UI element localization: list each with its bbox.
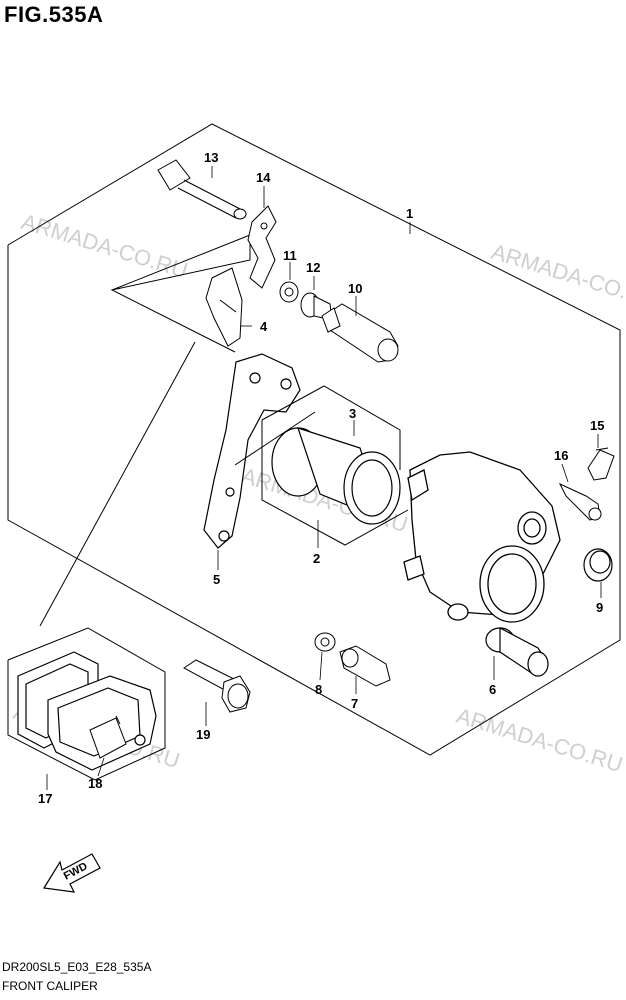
washer-8	[314, 632, 336, 652]
caliper-body	[403, 451, 561, 623]
plug-9	[583, 548, 613, 582]
bracket-5	[203, 353, 301, 549]
bolt-7	[339, 645, 391, 687]
diagram-caption: FRONT CALIPER	[2, 979, 98, 993]
piston-frame	[234, 385, 409, 546]
leader-lines	[46, 166, 602, 790]
bolt-19	[183, 659, 251, 713]
shim-18	[89, 715, 127, 759]
bleeder-15	[587, 447, 615, 481]
fwd-arrow: FWD	[43, 853, 101, 893]
callout-2: 2	[313, 551, 320, 566]
callout-15: 15	[590, 418, 604, 433]
brake-pads-17	[17, 651, 157, 771]
callout-5: 5	[213, 572, 220, 587]
callout-8: 8	[315, 682, 322, 697]
callout-9: 9	[596, 600, 603, 615]
callout-6: 6	[489, 682, 496, 697]
callout-3: 3	[349, 406, 356, 421]
watermark-1: ARMADA-CO.RU	[19, 209, 191, 283]
bolt-13	[157, 159, 247, 220]
callout-12: 12	[306, 260, 320, 275]
callout-4: 4	[260, 319, 268, 334]
retainer-4	[205, 267, 243, 347]
callout-16: 16	[554, 448, 568, 463]
plate-14	[247, 205, 277, 289]
figure-title: FIG.535A	[4, 2, 104, 27]
piston-2	[271, 427, 401, 525]
callout-17: 17	[38, 791, 52, 806]
callout-labels: 1 2 3 4 5 6 7 8 9 10 11 12 13 14 15 16 1…	[38, 150, 604, 806]
watermark-4: ARMADA-CO.RU	[454, 703, 626, 777]
callout-13: 13	[204, 150, 218, 165]
assembly-outline	[7, 123, 621, 781]
callout-1: 1	[406, 206, 413, 221]
callout-14: 14	[256, 170, 271, 185]
diagram-code: DR200SL5_E03_E28_535A	[2, 960, 152, 974]
callout-7: 7	[351, 696, 358, 711]
callout-19: 19	[196, 727, 210, 742]
callout-10: 10	[348, 281, 362, 296]
cap-16	[558, 482, 602, 521]
callout-18: 18	[88, 776, 102, 791]
pin-10	[321, 303, 399, 363]
callout-11: 11	[283, 248, 297, 263]
watermark-2: ARMADA-CO.RU	[489, 239, 626, 313]
washer-11	[279, 281, 299, 303]
pin-6	[485, 627, 549, 677]
